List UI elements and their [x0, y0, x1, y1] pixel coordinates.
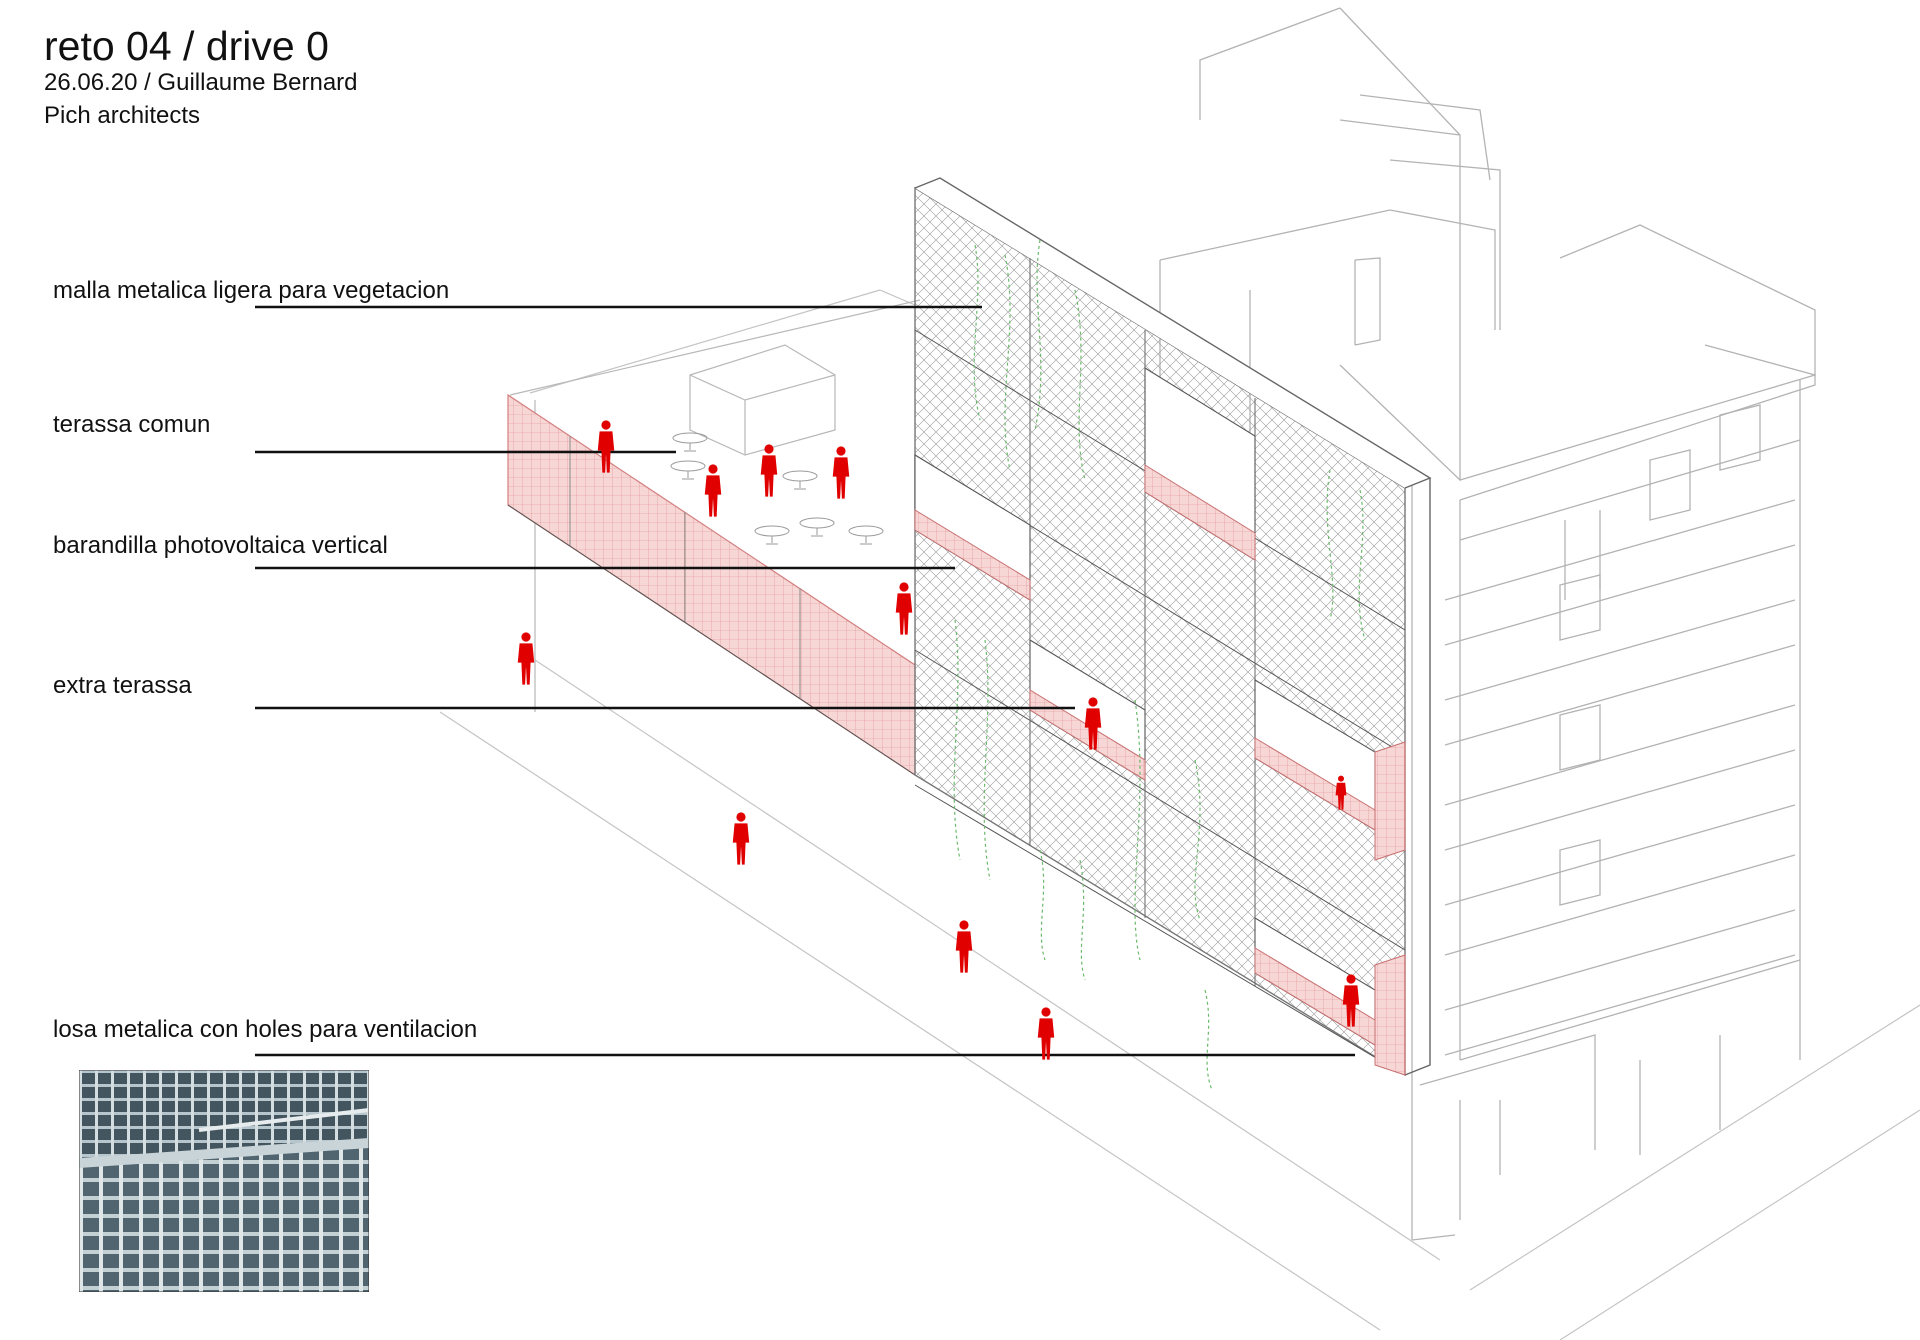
grating-photo: [79, 1070, 369, 1292]
label-extra: extra terassa: [53, 672, 192, 699]
label-mesh: malla metalica ligera para vegetacion: [53, 277, 450, 304]
round-table-icon: [754, 525, 790, 545]
label-terrace: terassa comun: [53, 411, 211, 438]
label-railing: barandilla photovoltaica vertical: [53, 532, 388, 559]
round-table-icon: [799, 517, 835, 537]
office-name: Pich architects: [44, 102, 201, 129]
person-figure-icon: [1037, 1007, 1055, 1060]
round-table-icon: [782, 470, 818, 490]
person-figure-icon: [517, 632, 535, 685]
mesh-facade: [914, 177, 1432, 1077]
label-floor: losa metalica con holes para ventilacion: [53, 1016, 478, 1043]
person-figure-icon: [955, 920, 973, 973]
date-author: 26.06.20 / Guillaume Bernard: [44, 69, 358, 96]
vegetation: [953, 239, 1366, 1091]
person-figure-icon: [832, 446, 850, 499]
round-table-icon: [670, 460, 706, 480]
person-figure-icon: [760, 444, 778, 497]
person-figure-icon: [732, 812, 750, 865]
round-table-icon: [848, 525, 884, 545]
person-figure-icon: [704, 464, 722, 517]
drawing-title: reto 04 / drive 0: [44, 23, 329, 69]
person-figure-icon: [895, 582, 913, 635]
